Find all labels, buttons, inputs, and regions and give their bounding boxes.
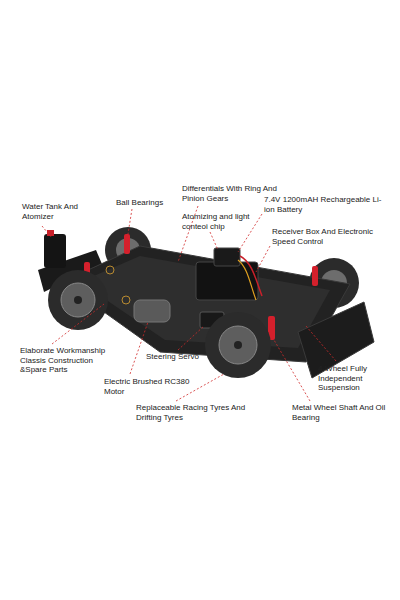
callout-circle (106, 266, 114, 274)
motor (134, 300, 170, 322)
battery-box (196, 262, 258, 300)
part-label: Replaceable Racing Tyres And Drifting Ty… (136, 403, 246, 422)
part-label: Elaborate Workmanship Classis Constructi… (20, 346, 106, 375)
callout-circle (122, 296, 130, 304)
part-label: Receiver Box And Electronic Speed Contro… (272, 227, 382, 246)
wire (240, 256, 262, 296)
part-label: Metal Wheel Shaft And Oil Bearing (292, 403, 388, 422)
part-label: Steering Servo (146, 352, 216, 362)
part-label: 7.4V 1200mAH Rechargeable Li-ion Battery (264, 195, 384, 214)
part-label: Electric Brushed RC380 Motor (104, 377, 194, 396)
wire (238, 260, 256, 300)
part-label: Atomizing and light conteoi chip (182, 212, 260, 231)
part-label: Water Tank And Atomizer (22, 202, 84, 221)
part-label: 4-Wheel Fully Independent Suspension (318, 364, 390, 393)
chassis-deck (80, 256, 330, 348)
part-label: Ball Bearings (116, 198, 186, 208)
shock-absorbers (84, 234, 318, 340)
receiver-box (214, 248, 240, 266)
water-tank (44, 234, 66, 268)
